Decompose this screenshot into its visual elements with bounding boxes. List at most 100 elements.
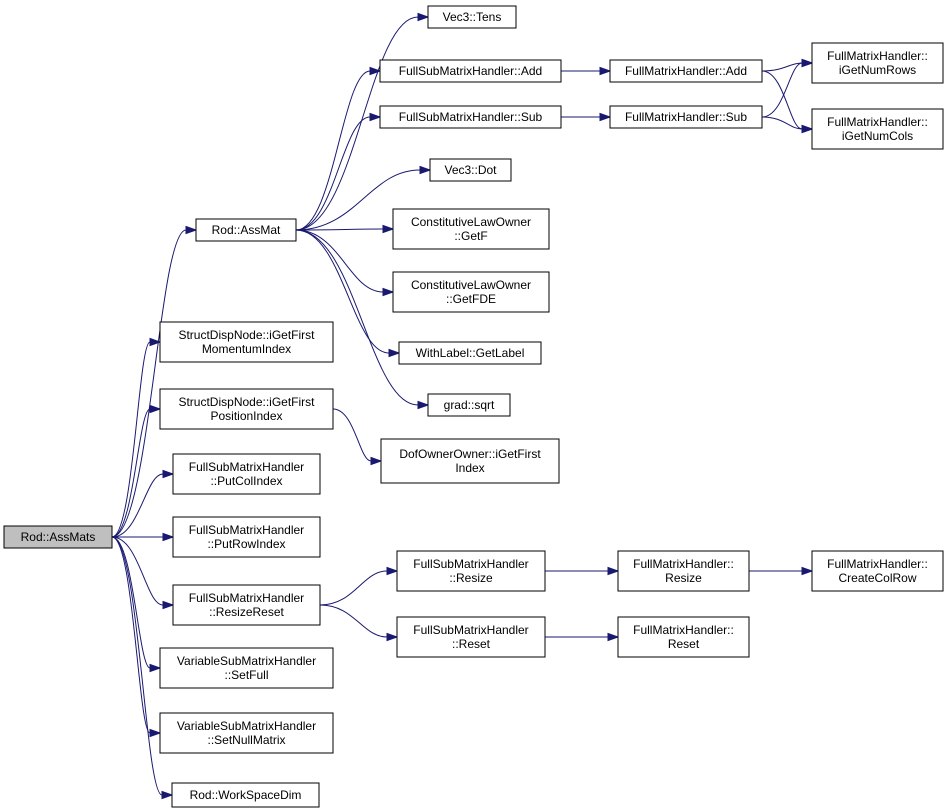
node-clo-getf[interactable]: ConstitutiveLawOwner::GetF	[392, 208, 550, 250]
node-box	[396, 616, 546, 658]
node-box	[811, 108, 944, 150]
node-box	[379, 105, 562, 129]
node-box	[811, 42, 944, 84]
arrowhead-icon	[149, 404, 162, 414]
node-vsmh-setfull[interactable]: VariableSubMatrixHandler::SetFull	[159, 647, 334, 689]
edge-line	[761, 62, 803, 72]
node-label: ::Resize	[449, 571, 493, 585]
node-label: ConstitutiveLawOwner	[411, 215, 531, 229]
arrowhead-icon	[388, 348, 401, 358]
node-vec3-dot[interactable]: Vec3::Dot	[429, 158, 512, 182]
node-label: WithLabel::GetLabel	[416, 346, 525, 360]
node-label: Index	[455, 461, 484, 475]
edge-line	[761, 70, 803, 130]
edge-line	[111, 536, 164, 606]
edge-line	[111, 536, 151, 734]
node-clo-getfde[interactable]: ConstitutiveLawOwner::GetFDE	[392, 271, 550, 313]
arrowhead-icon	[382, 224, 395, 234]
arrowhead-icon	[149, 663, 162, 673]
node-fsmh-sub[interactable]: FullSubMatrixHandler::Sub	[379, 105, 562, 129]
node-rod-assmat[interactable]: Rod::AssMat	[195, 218, 297, 242]
node-fsmh-reset[interactable]: FullSubMatrixHandler::Reset	[396, 616, 546, 658]
arrowhead-icon	[607, 632, 620, 642]
edge-fsmh-resize-to-fmh-resize	[544, 566, 620, 576]
node-label: Vec3::Tens	[443, 10, 502, 24]
node-box	[427, 5, 517, 29]
node-box	[379, 59, 562, 83]
edge-fmh-resize-to-fmh-createcolrow	[748, 566, 814, 576]
edge-rod-assmat-to-fsmh-sub	[295, 112, 382, 231]
node-label: iGetNumRows	[839, 63, 916, 77]
node-fsmh-putcolindex[interactable]: FullSubMatrixHandler::PutColIndex	[172, 453, 321, 495]
node-label: PositionIndex	[210, 409, 282, 423]
node-label: FullSubMatrixHandler	[189, 460, 304, 474]
node-label: FullMatrixHandler::Sub	[625, 110, 747, 124]
edge-sdn-position-to-doo-igetfirstindex	[332, 408, 383, 466]
edge-fsmh-resizereset-to-fsmh-reset	[319, 604, 399, 642]
node-rod-workspacedim[interactable]: Rod::WorkSpaceDim	[171, 782, 320, 808]
node-label: VariableSubMatrixHandler	[177, 719, 316, 733]
node-box	[617, 550, 750, 592]
node-label: StructDispNode::iGetFirst	[178, 395, 315, 409]
node-label: FullMatrixHandler::	[827, 115, 928, 129]
arrowhead-icon	[162, 469, 175, 479]
edge-line	[295, 16, 419, 231]
node-label: FullSubMatrixHandler	[189, 523, 304, 537]
node-label: FullSubMatrixHandler::Add	[399, 64, 542, 78]
edge-line	[111, 229, 187, 538]
edge-rod-assmats-to-sdn-position	[111, 404, 162, 538]
edge-fmh-sub-to-fmh-igetnumrows	[761, 58, 814, 118]
node-rod-assmats[interactable]: Rod::AssMats	[3, 525, 113, 549]
node-box	[159, 388, 334, 430]
edge-rod-assmat-to-withlabel-getlabel	[295, 229, 401, 358]
node-fmh-add[interactable]: FullMatrixHandler::Add	[609, 59, 763, 83]
edge-fsmh-add-to-fmh-add	[561, 66, 612, 76]
edge-rod-assmat-to-vec3-tens	[295, 12, 430, 231]
node-fsmh-resizereset[interactable]: FullSubMatrixHandler::ResizeReset	[172, 584, 321, 626]
node-box	[392, 208, 550, 250]
node-label: FullMatrixHandler::	[633, 623, 734, 637]
node-fmh-reset[interactable]: FullMatrixHandler::Reset	[617, 616, 750, 658]
arrowhead-icon	[161, 790, 174, 800]
node-vsmh-setnullmatrix[interactable]: VariableSubMatrixHandler::SetNullMatrix	[159, 712, 334, 754]
edge-rod-assmats-to-rod-assmat	[111, 225, 198, 538]
edges-layer	[111, 12, 814, 800]
node-withlabel-getlabel[interactable]: WithLabel::GetLabel	[398, 341, 542, 365]
node-fsmh-resize[interactable]: FullSubMatrixHandler::Resize	[396, 550, 546, 592]
edge-rod-assmats-to-rod-workspacedim	[111, 536, 174, 800]
node-fsmh-add[interactable]: FullSubMatrixHandler::Add	[379, 59, 562, 83]
edge-line	[295, 70, 371, 231]
node-box	[811, 550, 944, 592]
node-label: Rod::WorkSpaceDim	[190, 788, 302, 802]
edge-fsmh-resizereset-to-fsmh-resize	[319, 566, 399, 606]
edge-fmh-sub-to-fmh-igetnumcols	[761, 116, 814, 134]
node-fmh-createcolrow[interactable]: FullMatrixHandler::CreateColRow	[811, 550, 944, 592]
node-label: Vec3::Dot	[444, 163, 497, 177]
node-label: FullMatrixHandler::	[827, 49, 928, 63]
arrowhead-icon	[599, 112, 612, 122]
edge-rod-assmats-to-fsmh-putrowindex	[112, 532, 175, 542]
node-fsmh-putrowindex[interactable]: FullSubMatrixHandler::PutRowIndex	[172, 516, 321, 558]
node-fmh-sub[interactable]: FullMatrixHandler::Sub	[609, 105, 763, 129]
node-vec3-tens[interactable]: Vec3::Tens	[427, 5, 517, 29]
edge-line	[295, 116, 371, 231]
node-fmh-igetnumrows[interactable]: FullMatrixHandler::iGetNumRows	[811, 42, 944, 84]
arrowhead-icon	[162, 600, 175, 610]
node-label: FullMatrixHandler::	[633, 557, 734, 571]
node-fmh-resize[interactable]: FullMatrixHandler::Resize	[617, 550, 750, 592]
node-box	[172, 584, 321, 626]
edge-rod-assmats-to-fsmh-putcolindex	[111, 469, 175, 538]
node-fmh-igetnumcols[interactable]: FullMatrixHandler::iGetNumCols	[811, 108, 944, 150]
node-grad-sqrt[interactable]: grad::sqrt	[427, 393, 511, 417]
node-box	[172, 516, 321, 558]
node-box	[398, 341, 542, 365]
edge-line	[319, 570, 388, 606]
node-box	[392, 271, 550, 313]
arrowhead-icon	[419, 165, 432, 175]
edge-fsmh-reset-to-fmh-reset	[545, 632, 620, 642]
arrowhead-icon	[369, 66, 382, 76]
node-label: MomentumIndex	[202, 342, 291, 356]
